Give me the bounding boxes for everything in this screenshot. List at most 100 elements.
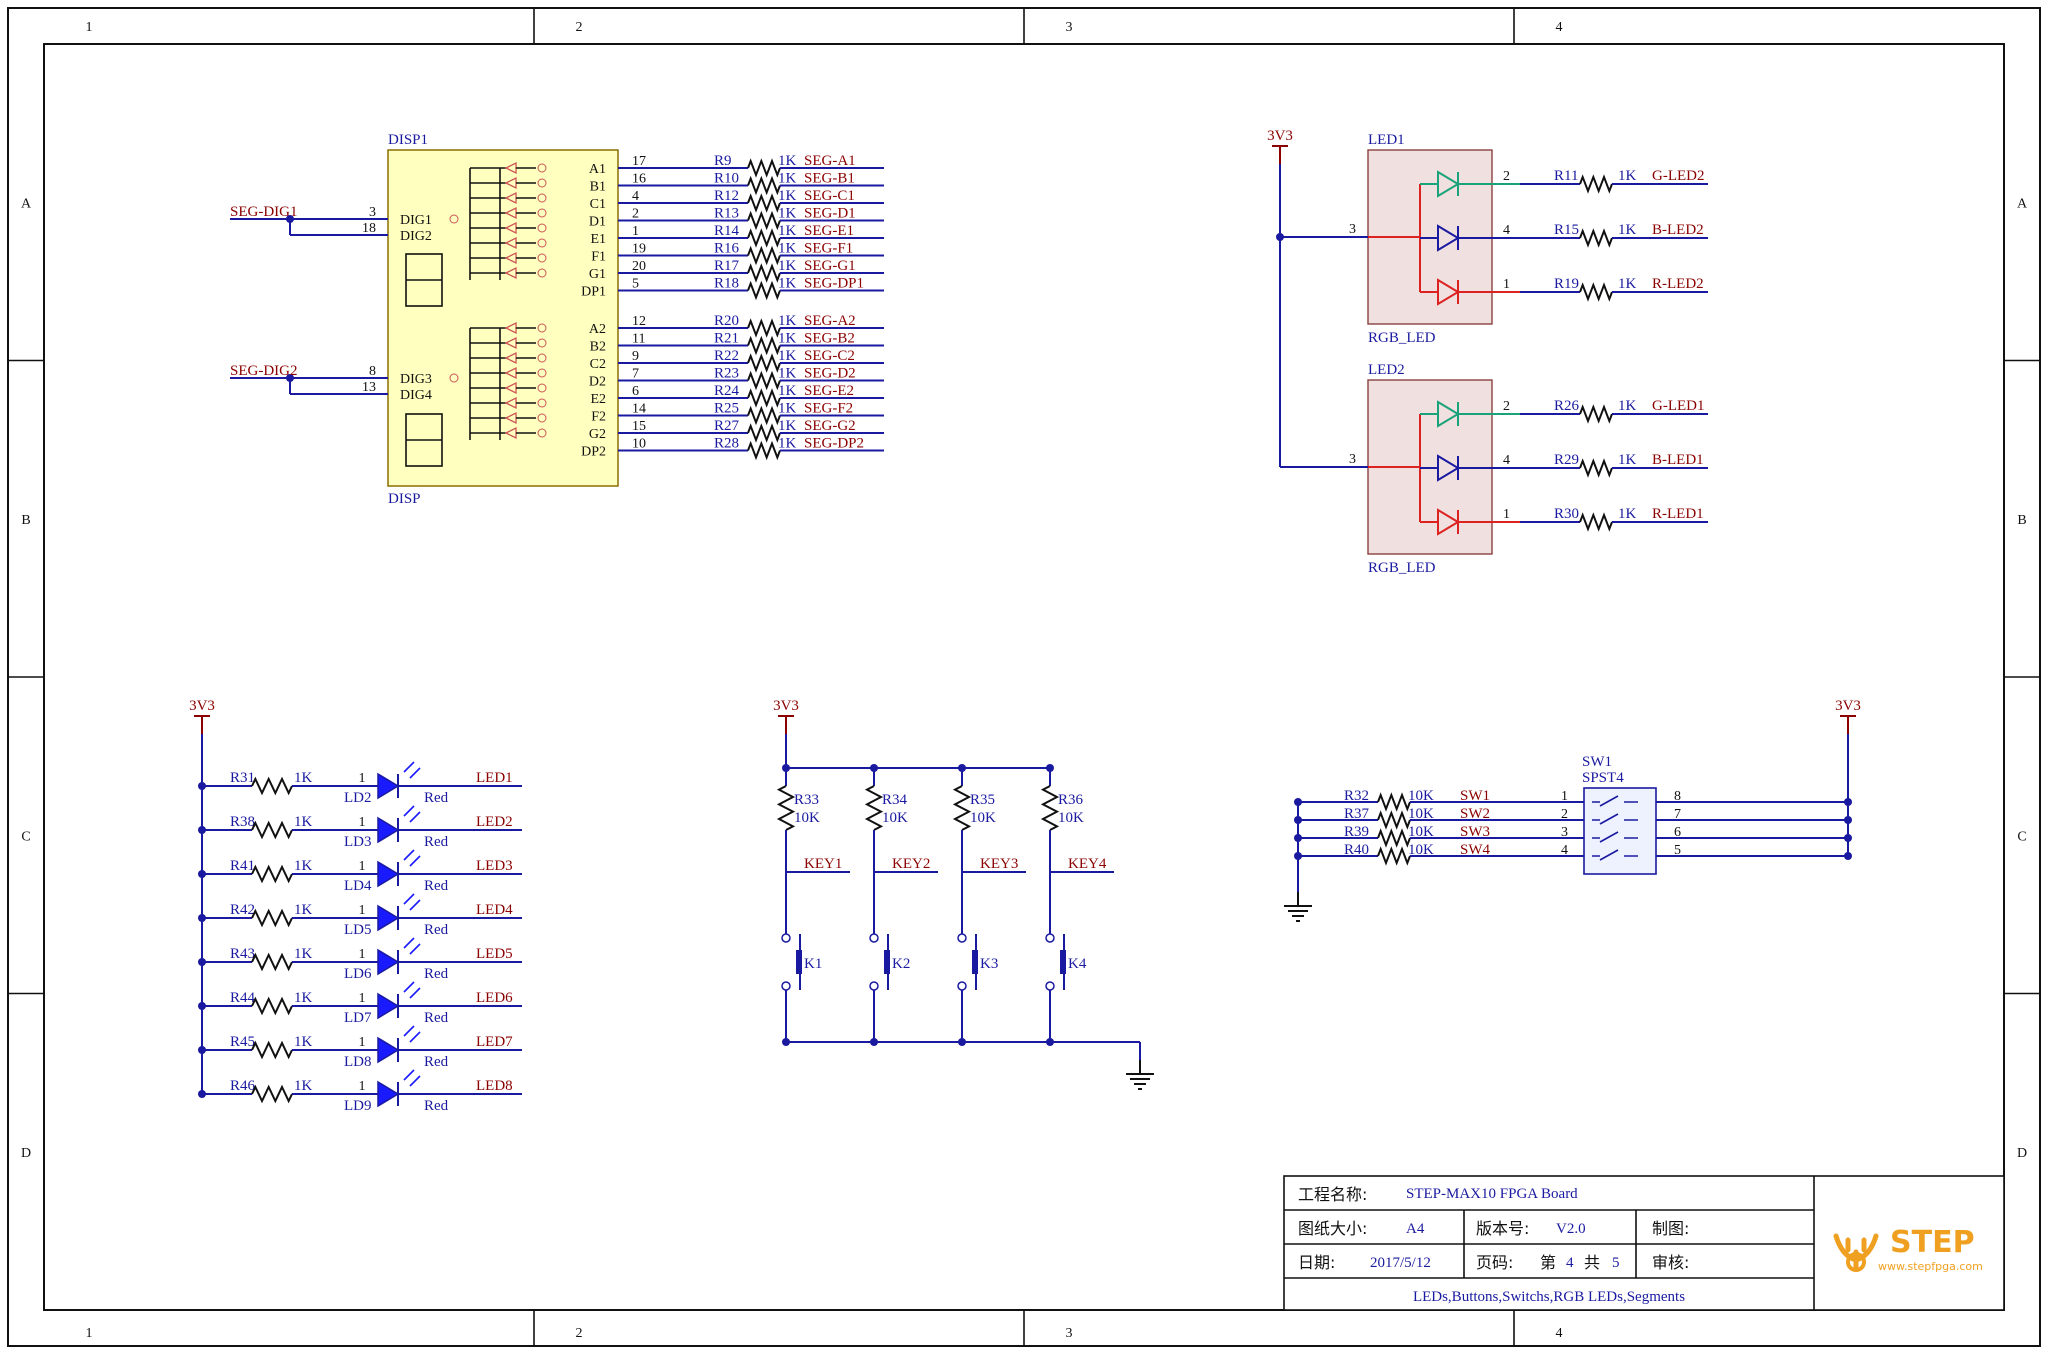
pin-inversion-circle (537, 338, 547, 348)
pin-number: 1 (1503, 507, 1510, 522)
logo-text: STEP (1890, 1225, 1975, 1260)
power-3v3-icon: 3V3 (773, 698, 799, 734)
pin-inversion-circle (537, 323, 547, 333)
led-icon (377, 904, 400, 932)
pin-number: 7 (632, 367, 639, 382)
resistor-symbol (1377, 846, 1411, 866)
resistor-symbol (747, 193, 781, 213)
switch-contact (957, 933, 967, 943)
pin-inversion-circle (537, 413, 547, 423)
pin-number: 1 (359, 815, 366, 830)
diode-icon (1437, 170, 1460, 198)
resistor-value: 1K (294, 858, 313, 874)
resistor-designator: R36 (1058, 792, 1084, 808)
resistor-value: 1K (294, 946, 313, 962)
drawn-label: 制图: (1652, 1219, 1689, 1238)
led-icon (377, 816, 400, 844)
pin-number: 1 (1561, 789, 1568, 804)
net-label: SEG-C1 (804, 188, 855, 204)
resistor-value: 1K (778, 276, 797, 292)
pin-name: E1 (590, 232, 606, 247)
light-emission-icon (403, 805, 421, 823)
diode-icon (1437, 224, 1460, 252)
pin-inversion-circle (537, 208, 547, 218)
resistor-value: 1K (778, 366, 797, 382)
resistor-value: 1K (778, 188, 797, 204)
net-label: KEY4 (1068, 856, 1107, 872)
resistor-value: 1K (778, 241, 797, 257)
resistor-designator: R37 (1344, 806, 1370, 822)
resistor-designator: R31 (230, 770, 255, 786)
pin-number: 4 (1503, 453, 1510, 468)
resistor-value: 1K (294, 1078, 313, 1094)
net-label: LED4 (476, 902, 513, 918)
resistor-designator: R16 (714, 241, 740, 257)
net-label: SEG-G2 (804, 418, 856, 434)
switch-contact-icon (1592, 813, 1638, 825)
pin-name: E2 (590, 392, 606, 407)
resistor-value: 1K (778, 153, 797, 169)
light-emission-icon (403, 849, 421, 867)
pin-number: 4 (1503, 223, 1510, 238)
pin-number: 4 (1561, 843, 1568, 858)
logo-mark (1846, 1252, 1866, 1272)
net-label: SEG-E2 (804, 383, 854, 399)
led-color-label: Red (424, 834, 449, 850)
led-icon (377, 1080, 400, 1108)
pin-name: C1 (590, 197, 606, 212)
diode-icon (1437, 400, 1460, 428)
pin-number: 1 (359, 903, 366, 918)
pin-number: 2 (1503, 399, 1510, 414)
pin-inversion-circle (537, 268, 547, 278)
led-icon (377, 948, 400, 976)
disp-designator: DISP1 (388, 132, 428, 148)
date-label: 日期: (1298, 1253, 1335, 1272)
resistor-designator: R21 (714, 331, 739, 347)
page-prefix: 第 (1540, 1253, 1556, 1272)
resistor-value: 10K (1408, 788, 1434, 804)
net-label: SEG-C2 (804, 348, 855, 364)
resistor-value: 10K (970, 810, 996, 826)
resistor-symbol (747, 228, 781, 248)
net-label: SEG-DP1 (804, 276, 864, 292)
led-designator: LD7 (344, 1010, 372, 1026)
resistor-designator: R10 (714, 171, 739, 187)
resistor-designator: R29 (1554, 452, 1579, 468)
resistor-designator: R26 (1554, 398, 1580, 414)
resistor-symbol (1377, 792, 1411, 812)
resistor-symbol (251, 952, 293, 972)
junction-dot (1844, 798, 1852, 806)
resistor-symbol (1579, 228, 1613, 248)
pin-name: F1 (591, 250, 606, 265)
switch-contact (957, 981, 967, 991)
resistor-symbol (864, 785, 884, 831)
logo-url: www.stepfpga.com (1878, 1260, 1983, 1273)
net-label: B-LED2 (1652, 222, 1704, 238)
net-label: SEG-G1 (804, 258, 856, 274)
push-button-icon (796, 950, 802, 974)
resistor-value: 1K (294, 990, 313, 1006)
switch-contact (1045, 981, 1055, 991)
pin-number: 6 (1674, 825, 1681, 840)
resistor-value: 1K (778, 223, 797, 239)
pin-name: G1 (589, 267, 606, 282)
led-designator: LD8 (344, 1054, 372, 1070)
sheet-description: LEDs,Buttons,Switchs,RGB LEDs,Segments (1413, 1289, 1685, 1305)
resistor-value: 10K (1408, 824, 1434, 840)
disp-comment: DISP (388, 491, 421, 507)
resistor-value: 1K (1618, 398, 1637, 414)
net-label: SEG-B1 (804, 171, 855, 187)
pin-number: 5 (632, 277, 639, 292)
resistor-symbol (747, 440, 781, 461)
resistor-value: 10K (1058, 810, 1084, 826)
net-label: LED2 (476, 814, 513, 830)
